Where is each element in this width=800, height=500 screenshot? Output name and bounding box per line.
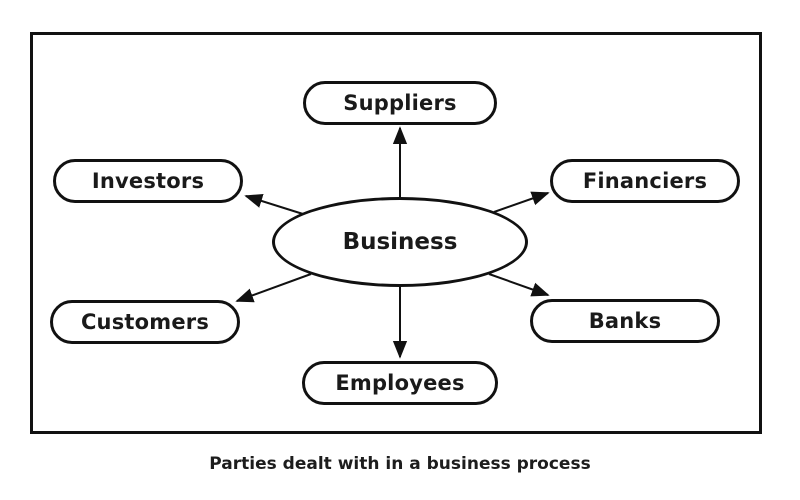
node-financiers: Financiers <box>550 159 740 203</box>
node-investors: Investors <box>53 159 243 203</box>
node-suppliers: Suppliers <box>303 81 497 125</box>
node-employees-label: Employees <box>335 371 465 395</box>
node-financiers-label: Financiers <box>582 169 708 193</box>
node-business-label: Business <box>342 229 458 255</box>
node-suppliers-label: Suppliers <box>343 91 457 115</box>
node-banks-label: Banks <box>588 309 662 333</box>
node-customers: Customers <box>50 300 240 344</box>
node-employees: Employees <box>302 361 498 405</box>
node-customers-label: Customers <box>80 310 210 334</box>
diagram-caption: Parties dealt with in a business process <box>209 454 591 474</box>
node-investors-label: Investors <box>91 169 205 193</box>
node-business: Business <box>272 197 528 287</box>
node-banks: Banks <box>530 299 720 343</box>
